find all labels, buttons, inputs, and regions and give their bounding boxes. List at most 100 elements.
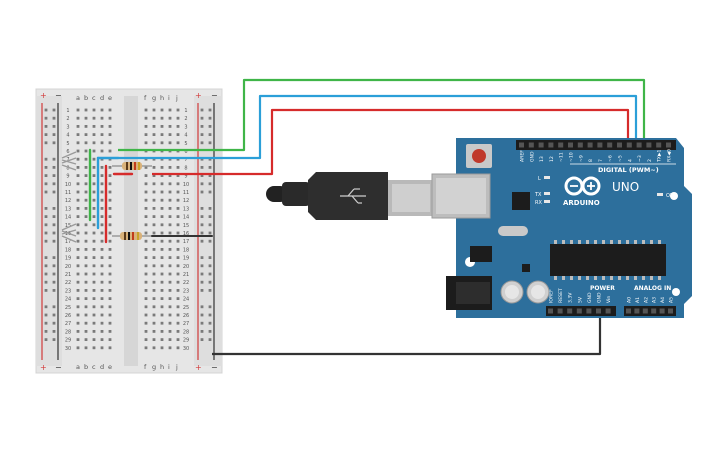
header-pin[interactable] xyxy=(607,142,613,148)
rail-hole[interactable] xyxy=(208,280,212,284)
breadboard-hole[interactable] xyxy=(108,125,112,128)
breadboard-hole[interactable] xyxy=(92,174,96,177)
breadboard-hole[interactable] xyxy=(76,321,80,325)
breadboard-hole[interactable] xyxy=(152,305,156,309)
breadboard-hole[interactable] xyxy=(152,108,156,112)
rail-hole[interactable] xyxy=(200,133,204,136)
breadboard-hole[interactable] xyxy=(92,108,96,112)
rail-hole[interactable] xyxy=(208,174,212,177)
breadboard-hole[interactable] xyxy=(84,321,88,325)
breadboard-hole[interactable] xyxy=(176,239,180,243)
rail-hole[interactable] xyxy=(52,207,56,210)
breadboard-hole[interactable] xyxy=(76,157,80,161)
header-pin[interactable] xyxy=(548,308,553,314)
breadboard-hole[interactable] xyxy=(176,198,180,202)
breadboard-hole[interactable] xyxy=(168,248,172,251)
header-pin[interactable] xyxy=(558,142,564,148)
breadboard-hole[interactable] xyxy=(152,280,156,284)
wire-red[interactable] xyxy=(152,108,630,176)
rail-hole[interactable] xyxy=(44,313,48,317)
breadboard-hole[interactable] xyxy=(108,141,112,145)
breadboard-hole[interactable] xyxy=(152,215,156,218)
rail-hole[interactable] xyxy=(44,157,48,161)
rail-hole[interactable] xyxy=(208,166,212,169)
rail-hole[interactable] xyxy=(208,321,212,325)
breadboard-hole[interactable] xyxy=(144,125,148,128)
rail-hole[interactable] xyxy=(200,313,204,317)
breadboard-hole[interactable] xyxy=(108,321,112,325)
breadboard-hole[interactable] xyxy=(108,174,112,177)
breadboard-hole[interactable] xyxy=(100,174,104,177)
breadboard-hole[interactable] xyxy=(176,141,180,145)
rail-hole[interactable] xyxy=(44,231,48,235)
breadboard-hole[interactable] xyxy=(160,256,164,259)
rail-hole[interactable] xyxy=(52,321,56,325)
breadboard-hole[interactable] xyxy=(92,223,96,227)
breadboard-hole[interactable] xyxy=(100,313,104,317)
rail-hole[interactable] xyxy=(208,264,212,268)
breadboard-hole[interactable] xyxy=(76,248,80,251)
breadboard-hole[interactable] xyxy=(92,157,96,161)
breadboard-hole[interactable] xyxy=(76,305,80,309)
rail-hole[interactable] xyxy=(208,223,212,227)
breadboard-hole[interactable] xyxy=(152,330,156,333)
header-pin[interactable] xyxy=(586,308,592,314)
rail-hole[interactable] xyxy=(208,182,212,186)
rail-hole[interactable] xyxy=(52,157,56,161)
breadboard-hole[interactable] xyxy=(92,272,96,276)
breadboard-hole[interactable] xyxy=(84,256,88,259)
rail-hole[interactable] xyxy=(208,116,212,120)
rail-hole[interactable] xyxy=(44,338,48,341)
header-pin[interactable] xyxy=(519,142,524,148)
breadboard-hole[interactable] xyxy=(76,289,80,292)
header-pin[interactable] xyxy=(617,142,622,148)
breadboard-hole[interactable] xyxy=(152,133,156,136)
breadboard-hole[interactable] xyxy=(144,182,148,186)
breadboard-hole[interactable] xyxy=(76,313,80,317)
breadboard-hole[interactable] xyxy=(100,305,104,309)
breadboard-hole[interactable] xyxy=(160,207,164,210)
breadboard-hole[interactable] xyxy=(144,239,148,243)
breadboard-hole[interactable] xyxy=(84,157,88,161)
rail-hole[interactable] xyxy=(208,289,212,292)
breadboard-hole[interactable] xyxy=(176,125,180,128)
breadboard-hole[interactable] xyxy=(160,289,164,292)
breadboard-hole[interactable] xyxy=(108,133,112,136)
breadboard-hole[interactable] xyxy=(100,149,104,153)
breadboard-hole[interactable] xyxy=(176,231,180,235)
rail-hole[interactable] xyxy=(200,116,204,120)
rail-hole[interactable] xyxy=(44,272,48,276)
breadboard-hole[interactable] xyxy=(76,125,80,128)
breadboard-hole[interactable] xyxy=(152,272,156,276)
rail-hole[interactable] xyxy=(200,174,204,177)
breadboard-hole[interactable] xyxy=(160,248,164,251)
header-pin[interactable] xyxy=(605,308,611,314)
rail-hole[interactable] xyxy=(208,313,212,317)
breadboard-hole[interactable] xyxy=(144,207,148,210)
breadboard-hole[interactable] xyxy=(84,330,88,333)
breadboard-hole[interactable] xyxy=(108,166,112,169)
breadboard-hole[interactable] xyxy=(108,313,112,317)
breadboard-hole[interactable] xyxy=(84,297,88,300)
breadboard-hole[interactable] xyxy=(84,116,88,120)
breadboard-hole[interactable] xyxy=(160,198,164,202)
breadboard-hole[interactable] xyxy=(176,313,180,317)
breadboard-hole[interactable] xyxy=(108,198,112,202)
rail-hole[interactable] xyxy=(208,239,212,243)
breadboard-hole[interactable] xyxy=(152,157,156,161)
breadboard-hole[interactable] xyxy=(144,215,148,218)
header-pin[interactable] xyxy=(656,142,662,148)
breadboard-hole[interactable] xyxy=(160,231,164,235)
breadboard-hole[interactable] xyxy=(84,182,88,186)
breadboard-hole[interactable] xyxy=(108,149,112,153)
rail-hole[interactable] xyxy=(52,182,56,186)
breadboard-hole[interactable] xyxy=(176,280,180,284)
breadboard-hole[interactable] xyxy=(84,346,88,350)
breadboard-hole[interactable] xyxy=(84,149,88,153)
rail-hole[interactable] xyxy=(208,133,212,136)
breadboard-hole[interactable] xyxy=(100,116,104,120)
breadboard-hole[interactable] xyxy=(160,338,164,341)
breadboard-hole[interactable] xyxy=(84,207,88,210)
rail-hole[interactable] xyxy=(52,239,56,243)
breadboard-hole[interactable] xyxy=(144,223,148,227)
